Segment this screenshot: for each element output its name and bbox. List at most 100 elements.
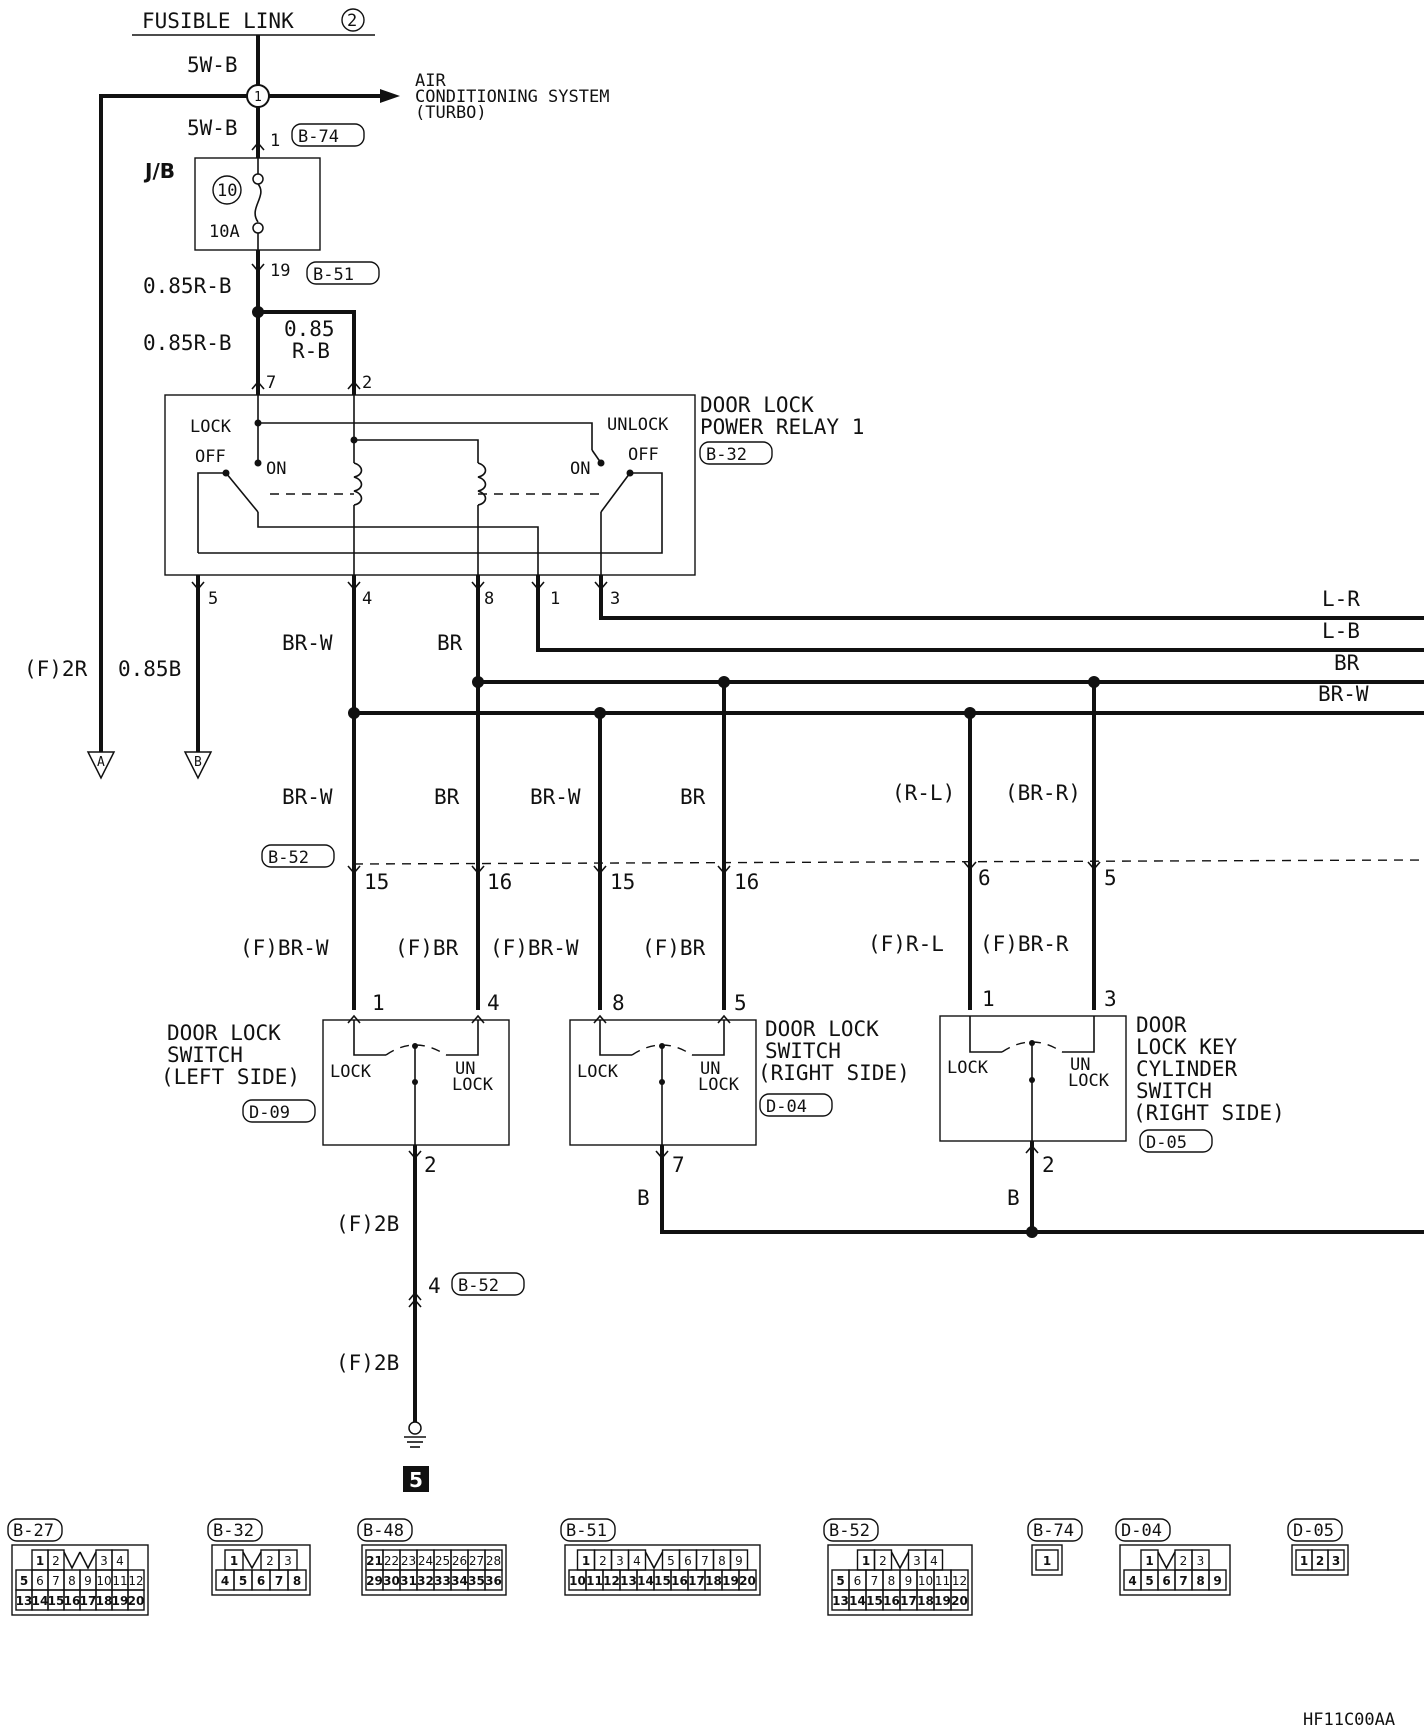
connector-b51: B-51 <box>313 265 354 285</box>
connector-view-pin: 12 <box>128 1574 143 1588</box>
connector-view-pin: 2 <box>52 1554 60 1568</box>
connector-view-pin: 14 <box>849 1594 866 1608</box>
connector-view-pin: 8 <box>718 1554 726 1568</box>
key-cyl-un: UN <box>1070 1055 1090 1075</box>
key-cyl-line3: CYLINDER <box>1136 1057 1238 1081</box>
wire-label-drop5: (R-L) <box>892 781 955 805</box>
connector-view-title: B-27 <box>13 1521 54 1541</box>
connector-view-pin: 1 <box>1300 1554 1308 1568</box>
connector-view-pin: 7 <box>871 1574 879 1588</box>
connector-view-pin: 4 <box>221 1574 229 1588</box>
connector-view-title: B-48 <box>363 1521 404 1541</box>
relay-switch-right <box>600 472 631 513</box>
pin-c15b: 15 <box>610 870 635 894</box>
connector-d04-tag <box>759 1093 833 1117</box>
jb-label: J/B <box>143 159 175 183</box>
dot-ground-right <box>1026 1226 1038 1238</box>
connector-view-title: B-74 <box>1033 1521 1074 1541</box>
connector-view-pin: 1 <box>1043 1554 1051 1568</box>
connector-view-pin: 4 <box>633 1554 641 1568</box>
wire-label-ground2: (F)2B <box>336 1351 399 1375</box>
dot-brw-1 <box>348 707 360 719</box>
connector-view-pin: 11 <box>112 1574 127 1588</box>
connector-d09-tag <box>242 1099 316 1123</box>
connector-view-pin: 17 <box>900 1594 917 1608</box>
pin-1-b74: 1 <box>270 131 280 151</box>
connector-view-pin: 16 <box>64 1594 81 1608</box>
connector-view-pin: 4 <box>1128 1574 1136 1588</box>
connector-view-pin: 9 <box>1213 1574 1221 1588</box>
connector-view-pin: 8 <box>68 1574 76 1588</box>
connector-d05: D-05 <box>1146 1133 1187 1153</box>
relay-common-left <box>257 512 539 575</box>
connector-view-pin: 12 <box>603 1574 620 1588</box>
connector-view-key <box>63 1551 81 1570</box>
switch-left-node <box>412 1079 418 1085</box>
key-cyl-lead-3 <box>1062 1016 1095 1053</box>
connector-view-pin: 18 <box>705 1574 722 1588</box>
connector-view-pin: 33 <box>434 1574 451 1588</box>
pin-3-relay: 3 <box>610 589 620 609</box>
connector-view-pin: 3 <box>284 1554 292 1568</box>
connector-view-pin: 2 <box>879 1554 887 1568</box>
pin-8: 8 <box>484 589 494 609</box>
connector-view-title-tag <box>823 1518 879 1542</box>
wire-label-f6: (F)BR-R <box>980 932 1069 956</box>
connector-view-pin: 19 <box>112 1594 129 1608</box>
switch-left-line1: DOOR LOCK <box>167 1021 281 1045</box>
connector-b52: B-52 <box>268 848 309 868</box>
connector-view-pin: 29 <box>366 1574 383 1588</box>
connector-view-pin: 1 <box>862 1554 870 1568</box>
connector-view-pin: 2 <box>266 1554 274 1568</box>
pin-g2: 2 <box>424 1153 437 1177</box>
relay-off-left: OFF <box>195 447 226 467</box>
connector-view-pin: 3 <box>100 1554 108 1568</box>
connector-view-pin: 11 <box>935 1574 950 1588</box>
connector-view-title-tag <box>1115 1518 1171 1542</box>
connector-view-pin: 10 <box>918 1574 933 1588</box>
connector-view-pin: 5 <box>239 1574 247 1588</box>
connector-view-title: B-51 <box>566 1521 607 1541</box>
door-lock-power-relay <box>164 394 696 576</box>
key-cyl-line5: (RIGHT SIDE) <box>1133 1101 1285 1125</box>
key-cyl-lock2: LOCK <box>1068 1071 1110 1091</box>
fuse-terminal-top <box>252 173 264 185</box>
connector-view-pin: 30 <box>383 1574 400 1588</box>
pin-s3: 3 <box>1104 987 1117 1011</box>
pin-4: 4 <box>362 589 372 609</box>
ac-line1: AIR <box>415 71 446 91</box>
connector-view-pin: 5 <box>667 1554 675 1568</box>
relay-unlock: UNLOCK <box>607 415 669 435</box>
fuse-number: 10 <box>217 181 237 201</box>
switch-left-line3: (LEFT SIDE) <box>161 1065 300 1089</box>
relay-coil-left-icon <box>353 462 363 506</box>
connector-view-pin: 2 <box>1316 1554 1324 1568</box>
ground-number: 5 <box>409 1468 423 1492</box>
connector-view-pin: 15 <box>654 1574 671 1588</box>
connector-view-pin: 23 <box>401 1554 416 1568</box>
connector-view-pin: 20 <box>739 1574 756 1588</box>
connector-view-pin: 5 <box>836 1574 844 1588</box>
connector-view-title-tag <box>1027 1518 1083 1542</box>
connector-view-body <box>827 1544 973 1616</box>
pin-s8: 8 <box>612 991 625 1015</box>
connector-view-pin: 18 <box>917 1594 934 1608</box>
connector-view-pin: 34 <box>451 1574 468 1588</box>
connector-b74-tag <box>291 123 365 147</box>
wire-to-arrow-a <box>99 94 247 755</box>
pin-s4: 4 <box>487 991 500 1015</box>
wire-label-jb-out2: 0.85R-B <box>143 331 232 355</box>
relay-off-right: OFF <box>628 445 659 465</box>
arrow-b-icon <box>183 751 213 780</box>
connector-view-body <box>361 1544 507 1596</box>
switch-right-node <box>659 1079 665 1085</box>
connector-view-pin: 35 <box>468 1574 485 1588</box>
connector-view-pin: 15 <box>48 1594 65 1608</box>
connector-b32-tag <box>699 441 773 465</box>
connector-view-body <box>1119 1544 1231 1596</box>
connector-b51-tag <box>306 261 380 285</box>
connector-view-cavity <box>287 1569 307 1591</box>
arrow-a-icon <box>86 751 116 780</box>
doc-code: HF11C00AA <box>1303 1710 1395 1730</box>
key-cyl-lead-1 <box>969 1016 1002 1053</box>
